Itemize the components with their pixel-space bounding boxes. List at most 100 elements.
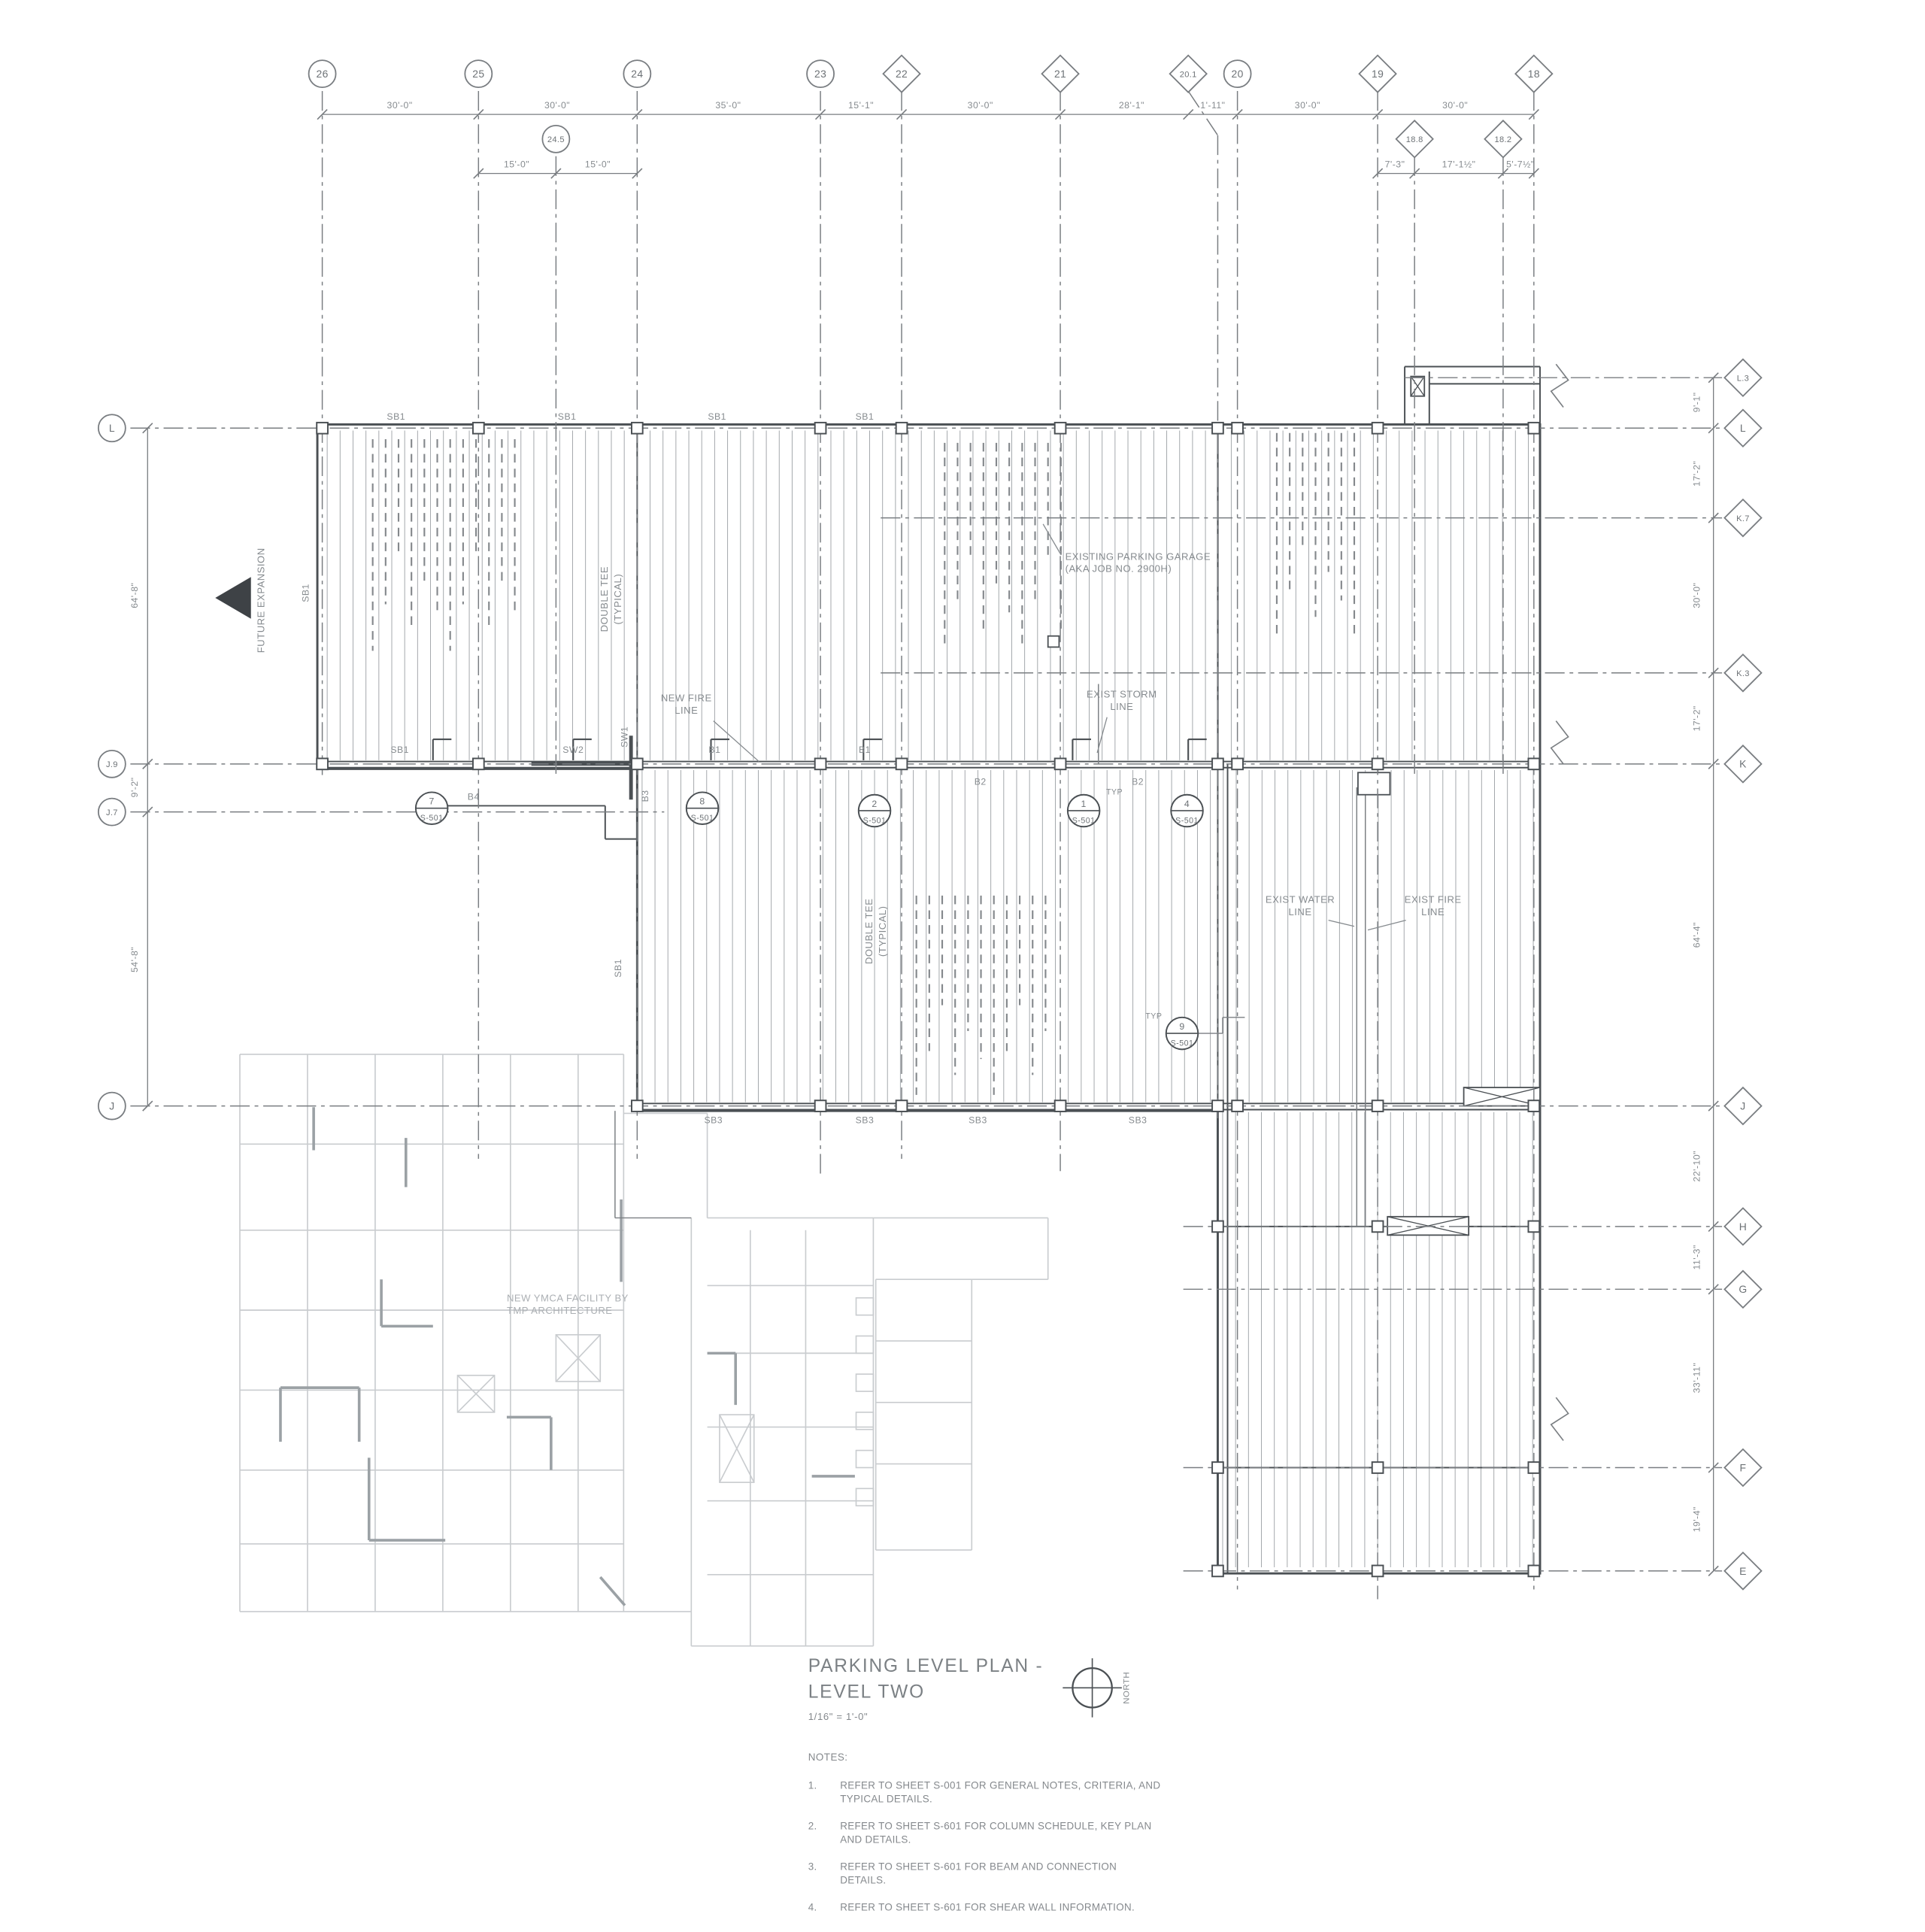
svg-text:18.8: 18.8 [1406,135,1423,144]
svg-text:17'-2": 17'-2" [1692,461,1702,487]
svg-text:18.2: 18.2 [1494,135,1511,144]
drawing-title-line2: LEVEL TWO [808,1682,926,1703]
svg-text:S-501: S-501 [691,814,714,823]
svg-text:EXIST FIRE: EXIST FIRE [1405,894,1462,905]
svg-text:30'-0": 30'-0" [968,100,993,111]
svg-text:28'-1": 28'-1" [1119,100,1144,111]
svg-text:24.5: 24.5 [547,135,565,144]
svg-text:30'-0": 30'-0" [1295,100,1320,111]
svg-text:30'-0": 30'-0" [1692,583,1702,608]
svg-text:NEW YMCA FACILITY BY: NEW YMCA FACILITY BY [507,1293,629,1304]
svg-text:J: J [1740,1099,1745,1112]
svg-text:J.7: J.7 [106,808,118,817]
svg-text:35'-0": 35'-0" [715,100,741,111]
note-number: 4. [808,1901,817,1913]
svg-text:25: 25 [472,68,484,80]
note-text: REFER TO SHEET S-601 FOR BEAM AND CONNEC… [840,1861,1117,1885]
svg-text:L.3: L.3 [1737,374,1749,383]
svg-text:B1: B1 [859,745,871,755]
svg-text:9'-2": 9'-2" [129,777,140,797]
svg-text:64'-4": 64'-4" [1692,922,1702,948]
svg-text:9'-1": 9'-1" [1692,392,1702,412]
svg-text:L: L [1740,422,1746,434]
svg-text:1: 1 [1081,799,1086,809]
svg-text:FUTURE EXPANSION: FUTURE EXPANSION [256,547,267,653]
svg-text:LINE: LINE [1289,906,1312,917]
svg-text:15'-0": 15'-0" [504,159,529,169]
svg-text:SB1: SB1 [301,584,311,602]
svg-text:1'-11": 1'-11" [1200,100,1225,111]
svg-text:B4: B4 [468,791,480,802]
svg-text:SB3: SB3 [1129,1115,1147,1125]
svg-text:30'-0": 30'-0" [1442,100,1468,111]
svg-text:TYP: TYP [1145,1011,1162,1021]
notes-heading: NOTES: [808,1752,848,1764]
note-text: REFER TO SHEET S-601 FOR SHEAR WALL INFO… [840,1901,1135,1913]
svg-text:(AKA JOB NO. 2900H): (AKA JOB NO. 2900H) [1066,563,1172,575]
svg-text:4: 4 [1184,799,1190,809]
note-item-2: 2. REFER TO SHEET S-601 FOR COLUMN SCHED… [808,1821,1178,1846]
svg-text:K.7: K.7 [1736,514,1750,523]
svg-text:SB1: SB1 [558,411,577,422]
svg-text:B1: B1 [708,745,720,755]
svg-text:(TYPICAL): (TYPICAL) [877,905,888,957]
svg-text:EXIST WATER: EXIST WATER [1266,894,1335,905]
hatch-clusters [371,432,1356,1095]
svg-text:20: 20 [1232,68,1244,80]
svg-text:EXISTING PARKING GARAGE: EXISTING PARKING GARAGE [1066,550,1211,562]
svg-text:19'-4": 19'-4" [1692,1506,1702,1532]
annotations: EXISTING PARKING GARAGE(AKA JOB NO. 2900… [256,523,1462,1316]
svg-text:64'-8": 64'-8" [129,583,140,608]
svg-text:S-501: S-501 [863,816,887,825]
svg-text:7'-3": 7'-3" [1385,159,1405,169]
drawing-title-line1: PARKING LEVEL PLAN - [808,1655,1044,1677]
svg-text:33'-11": 33'-11" [1692,1363,1702,1394]
svg-text:DOUBLE TEE: DOUBLE TEE [863,899,875,965]
svg-text:15'-0": 15'-0" [585,159,611,169]
svg-text:S-501: S-501 [420,814,444,823]
svg-text:20.1: 20.1 [1180,70,1197,79]
north-arrow: NORTH [1063,1658,1132,1718]
future-expansion-arrow [215,577,251,619]
svg-text:SW2: SW2 [562,745,584,755]
svg-text:17'-1½": 17'-1½" [1442,159,1476,169]
title-block: PARKING LEVEL PLAN - LEVEL TWO 1/16" = 1… [808,1654,1044,1723]
svg-text:S-501: S-501 [1072,816,1096,825]
svg-text:NEW FIRE: NEW FIRE [661,692,712,703]
svg-text:22: 22 [896,68,908,80]
svg-text:SB1: SB1 [856,411,875,422]
svg-text:G: G [1739,1283,1747,1295]
svg-text:EXIST STORM: EXIST STORM [1087,688,1157,699]
double-tee-stems [326,430,1534,1568]
svg-text:5'-7½": 5'-7½" [1506,159,1535,169]
svg-text:H: H [1739,1221,1747,1233]
svg-text:SB3: SB3 [856,1115,875,1125]
svg-text:S-501: S-501 [1171,1039,1194,1048]
svg-text:TYP: TYP [1106,788,1123,797]
svg-text:LINE: LINE [1421,906,1445,917]
drawing-scale: 1/16" = 1'-0" [808,1711,869,1723]
note-text: REFER TO SHEET S-001 FOR GENERAL NOTES, … [840,1780,1161,1804]
svg-text:F: F [1740,1461,1747,1473]
note-item-4: 4. REFER TO SHEET S-601 FOR SHEAR WALL I… [808,1902,1178,1915]
svg-text:K: K [1739,758,1747,770]
dimensions: 30'-0" 30'-0" 35'-0" 15'-1" 30'-0" 28'-1" 1'-1… [129,100,1719,1577]
svg-text:E: E [1739,1565,1747,1577]
svg-text:2: 2 [872,799,877,809]
svg-text:L: L [109,422,115,434]
note-number: 1. [808,1780,817,1791]
svg-text:SB3: SB3 [969,1115,987,1125]
svg-text:SB1: SB1 [708,411,726,422]
svg-text:J: J [109,1099,114,1112]
note-number: 2. [808,1820,817,1832]
svg-text:15'-1": 15'-1" [848,100,874,111]
svg-text:18: 18 [1528,68,1540,80]
svg-text:17'-2": 17'-2" [1692,705,1702,731]
svg-text:B2: B2 [975,777,987,787]
svg-text:19: 19 [1372,68,1384,80]
svg-text:23: 23 [814,68,826,80]
